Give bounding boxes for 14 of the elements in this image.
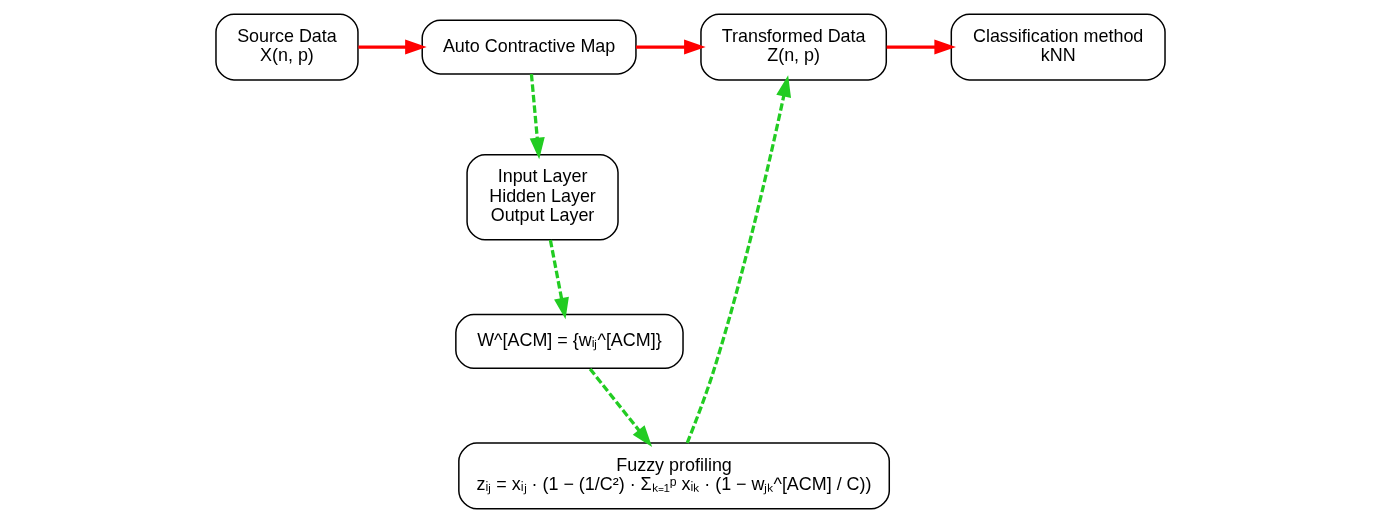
arrow xyxy=(588,367,653,447)
node-box: Source Data X(n, p) xyxy=(215,13,359,81)
arrow xyxy=(548,239,569,320)
node-box: Transformed Data Z(n, p) xyxy=(700,13,888,81)
arrow xyxy=(685,75,792,444)
node-box: Fuzzy profiling zᵢⱼ = xᵢⱼ · (1 − (1/C²) · Σₖ₌₁ᵖ xᵢₖ · (1 − wⱼₖ^[ACM] / C)) xyxy=(458,442,891,510)
arrow xyxy=(636,39,706,55)
arrow xyxy=(886,39,956,55)
node-box: W^[ACM] = {wᵢⱼ^[ACM]} xyxy=(455,313,684,370)
node-box: Classification method kNN xyxy=(950,13,1166,81)
node-box: Input Layer Hidden Layer Output Layer xyxy=(466,153,619,241)
arrow xyxy=(358,39,427,55)
arrow xyxy=(529,74,545,160)
node-box: Auto Contractive Map xyxy=(421,19,637,75)
